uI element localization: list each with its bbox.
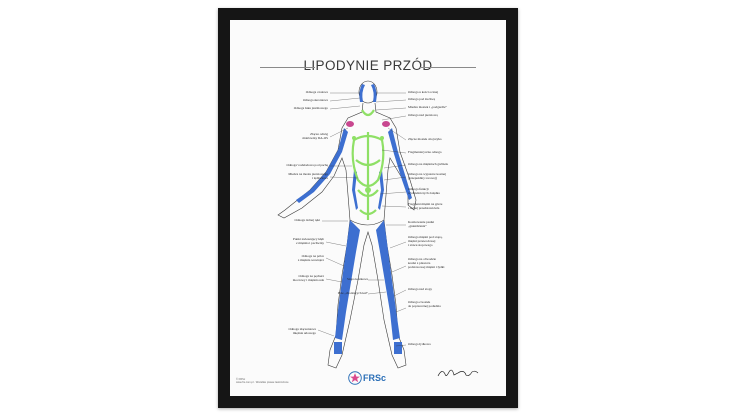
vessel-arm-right	[388, 128, 412, 200]
lymph-vessels-blue	[296, 84, 412, 354]
picture-frame: LIPODYNIE PRZÓD	[218, 8, 518, 408]
vessel-flank-right	[378, 170, 384, 210]
leader-lines	[317, 92, 407, 347]
label-right-6: Fragmentaryczna odnoga	[408, 150, 442, 154]
hip-line	[349, 219, 385, 226]
label-right-4: Odnoga nad piersiową	[408, 113, 438, 117]
lymph-nodes-green	[352, 136, 384, 193]
label-right-8: Odnoga na wypustce kostnej (przepukliny …	[408, 172, 446, 180]
label-left-4: Złącze odnóg małżowiny DA-OS	[302, 132, 328, 140]
label-right-10: Fragment mięśni na górze i dolnej przeds…	[408, 202, 443, 210]
label-left-10: Odnoga na pęcherz moczowy i mięśnia uda	[292, 274, 324, 282]
vessel-flank-left	[352, 170, 358, 210]
vessel-ankle-right	[394, 342, 402, 354]
label-right-15: Odnoga z kostek de poprzecznej podudzia	[408, 300, 441, 308]
body-illustration	[277, 80, 417, 369]
label-left-5: Odnoga' rozkładowa pod pachą	[286, 163, 328, 167]
label-left-11: Pole „chodzących kul”	[337, 291, 368, 295]
label-left-2: Odnoga skroniowa	[303, 98, 328, 102]
label-right-13: Odnoga na obwodzie kostki z płaszcza pod…	[408, 257, 445, 269]
channel-neck	[361, 109, 375, 117]
head-outline	[358, 80, 378, 104]
poster-title: LIPODYNIE PRZÓD	[303, 58, 433, 73]
label-right-9: Odnoga funkcji wydzielniczych żołądka	[408, 187, 440, 195]
label-left-3: Odnoga łuku jarzmowego	[293, 106, 328, 110]
label-right-11: Kostkowanie pasiki „gnieżdżenia”	[408, 220, 435, 228]
lymph-channels-green	[351, 109, 385, 220]
label-right-16: Odnoga łydkowa	[408, 342, 431, 346]
accent-shoulder-right	[382, 121, 390, 127]
node-axilla-left	[352, 136, 356, 140]
accent-shoulder-left	[346, 121, 354, 127]
label-right-5: Złącze mostek obojczyka	[408, 137, 442, 141]
title-rule-right	[420, 67, 476, 68]
label-right-1: Odnoga u kości ocznej	[408, 90, 439, 94]
label-right-14: Odnoga nad stopy	[408, 287, 432, 291]
node-abdomen	[365, 187, 371, 193]
label-right-3: Miedza mostek i „podgardle”	[408, 105, 447, 109]
vessel-leg-left	[335, 220, 360, 340]
label-left-7: Odnoga dolnej ręki	[294, 218, 320, 222]
copyright-note: © FRSc www.frs.com.pl · Wszelkie prawa z…	[236, 378, 289, 385]
label-left-6: Miedza na mostu piersiowego i lędźwiowa	[288, 172, 328, 180]
label-left-9: Odnoga na pólce z mięśnia wewnątrz	[297, 254, 324, 262]
title-rule-left	[260, 67, 315, 68]
vessel-ankle-left	[334, 342, 342, 354]
label-left-12: Stopa kostkowa	[347, 277, 368, 281]
label-right-12: Odnoga mięśni pod stopą, mięśni przewodo…	[408, 235, 443, 247]
vessel-arm-left	[296, 128, 348, 203]
channel-chest	[351, 134, 385, 188]
shoulder-accents	[346, 121, 390, 127]
vessel-head-right	[371, 84, 377, 102]
label-right-7: Odnoga na mięśniach grzbietu	[408, 162, 449, 166]
frsc-logo: FRSc	[348, 371, 386, 385]
label-left-1: Odnoga czołowa	[305, 90, 328, 94]
vessel-head-left	[359, 84, 365, 102]
channel-mid	[355, 159, 381, 167]
signature-image	[437, 369, 479, 377]
node-axilla-right	[380, 136, 384, 140]
brand-name: FRSc	[363, 373, 387, 383]
label-left-13: Odnoga złączeniowa mięśnia udowego	[288, 327, 316, 335]
label-left-8: Punkt zwieszający kłęb z mięśnia i pachw…	[293, 237, 324, 245]
vessel-leg-right	[376, 220, 400, 340]
poster: LIPODYNIE PRZÓD	[230, 20, 506, 396]
label-right-2: Odnoga pod żuchwą	[408, 97, 436, 101]
channel-lower	[359, 209, 377, 216]
star-icon	[348, 371, 362, 385]
channel-abdomen	[357, 189, 379, 198]
